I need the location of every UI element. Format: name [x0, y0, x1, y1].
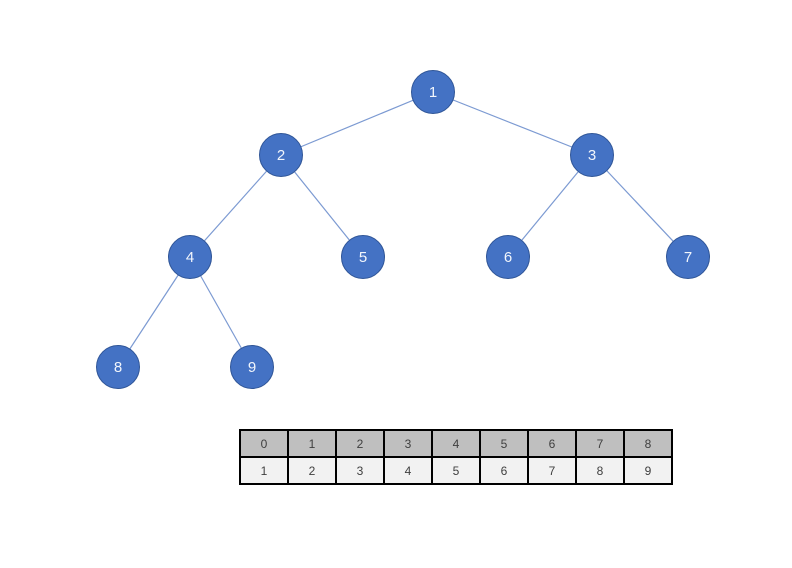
array-index-cell: 7: [575, 429, 625, 458]
tree-edge-1-3: [432, 91, 593, 156]
tree-node-8: 8: [96, 345, 140, 389]
tree-node-7: 7: [666, 235, 710, 279]
tree-node-5: 5: [341, 235, 385, 279]
array-value-cell: 7: [527, 456, 577, 485]
tree-node-2: 2: [259, 133, 303, 177]
tree-node-3: 3: [570, 133, 614, 177]
tree-node-label: 6: [503, 248, 513, 266]
array-value-cell: 5: [431, 456, 481, 485]
tree-node-label: 7: [683, 248, 693, 266]
array-value-cell: 4: [383, 456, 433, 485]
tree-edge-1-2: [280, 91, 434, 156]
tree-node-4: 4: [168, 235, 212, 279]
tree-node-label: 4: [185, 248, 195, 266]
array-index-cell: 4: [431, 429, 481, 458]
array-index-cell: 1: [287, 429, 337, 458]
tree-node-label: 5: [358, 248, 368, 266]
array-value-cell: 9: [623, 456, 673, 485]
tree-node-6: 6: [486, 235, 530, 279]
array-index-cell: 2: [335, 429, 385, 458]
tree-node-label: 8: [113, 358, 123, 376]
array-index-cell: 5: [479, 429, 529, 458]
array-value-cell: 2: [287, 456, 337, 485]
tree-node-label: 1: [428, 83, 438, 101]
tree-node-label: 9: [247, 358, 257, 376]
tree-edge-2-4: [189, 154, 282, 258]
array-index-cell: 6: [527, 429, 577, 458]
array-value-cell: 6: [479, 456, 529, 485]
array-value-cell: 3: [335, 456, 385, 485]
array-value-cell: 1: [239, 456, 289, 485]
tree-node-label: 3: [587, 146, 597, 164]
tree-node-label: 2: [276, 146, 286, 164]
tree-node-1: 1: [411, 70, 455, 114]
array-index-cell: 0: [239, 429, 289, 458]
array-index-cell: 8: [623, 429, 673, 458]
array-value-cell: 8: [575, 456, 625, 485]
array-index-cell: 3: [383, 429, 433, 458]
tree-node-9: 9: [230, 345, 274, 389]
